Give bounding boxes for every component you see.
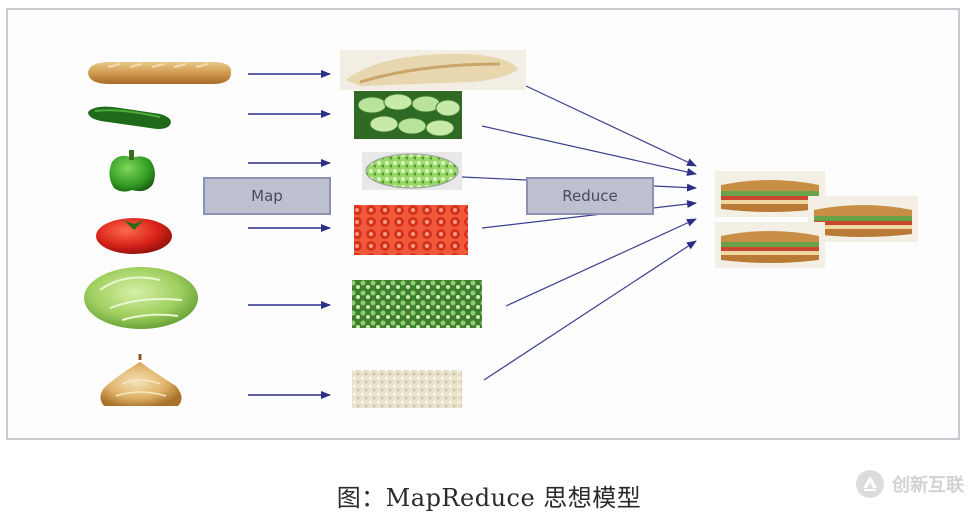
input-green-pepper <box>109 150 155 192</box>
reduce-arrow-4 <box>481 200 697 229</box>
map-arrows <box>248 70 331 399</box>
reduce-arrows <box>461 85 697 381</box>
reduce-arrow-6 <box>483 240 697 381</box>
input-tomato <box>96 218 172 254</box>
reduce-arrow-5 <box>505 218 697 307</box>
mapped-sliced-cucumber <box>354 91 462 139</box>
input-cucumber <box>88 106 171 129</box>
reduce-label-text: Reduce <box>562 187 618 205</box>
reduce-arrow-2 <box>481 125 697 176</box>
figure-caption: 图：MapReduce 思想模型 <box>336 484 642 512</box>
watermark: 创新互联 <box>854 468 964 500</box>
brand-logo-icon <box>856 470 884 498</box>
input-onion <box>100 354 182 406</box>
output-sandwiches <box>715 171 918 268</box>
reduce-label: Reduce <box>526 177 654 215</box>
input-lettuce <box>84 267 198 329</box>
map-label-text: Map <box>251 187 283 205</box>
mapped-diced-onion <box>352 370 462 408</box>
watermark-text: 创新互联 <box>892 475 964 496</box>
mapped-sliced-tomato <box>354 205 468 255</box>
mapped-sliced-baguette <box>340 50 526 90</box>
input-baguette <box>88 62 232 84</box>
reduce-arrow-1 <box>525 85 697 167</box>
mapped-chopped-pepper <box>362 152 462 190</box>
mapped-shredded-lettuce <box>352 280 482 328</box>
map-label: Map <box>203 177 331 215</box>
